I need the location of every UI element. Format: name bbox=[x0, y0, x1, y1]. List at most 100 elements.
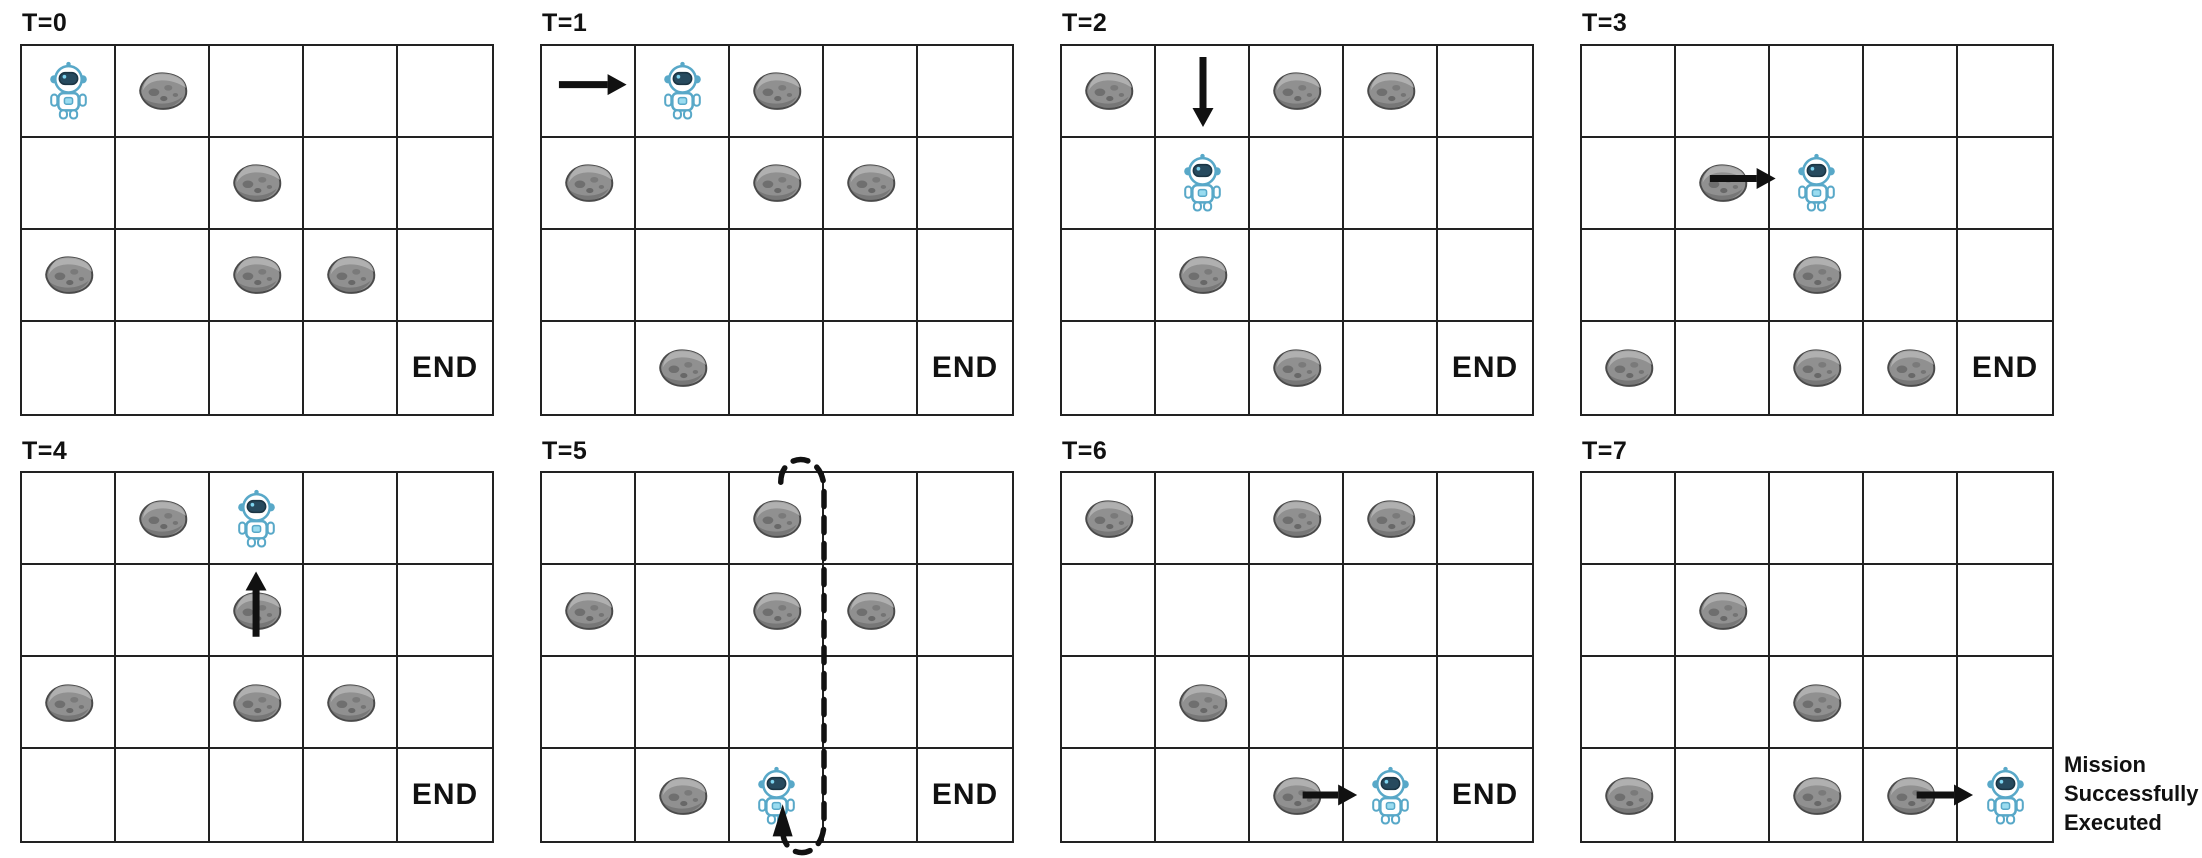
grid-cell-r1c4 bbox=[1438, 565, 1532, 657]
asteroid-rock-icon bbox=[1881, 346, 1939, 389]
grid-cell-r2c1 bbox=[1676, 657, 1770, 749]
grid-cell-r2c1 bbox=[1156, 657, 1250, 749]
grid-cell-r0c1 bbox=[636, 473, 730, 565]
asteroid-rock-icon bbox=[747, 589, 805, 632]
grid-cell-r1c4 bbox=[398, 565, 492, 657]
asteroid-rock-icon bbox=[1787, 681, 1845, 724]
grid-cell-r0c3 bbox=[824, 473, 918, 565]
grid-cell-r0c0 bbox=[1062, 45, 1156, 138]
grid-cell-r2c0 bbox=[1062, 657, 1156, 749]
grid-cell-r0c4 bbox=[398, 473, 492, 565]
grid-cell-r3c3 bbox=[1864, 749, 1958, 841]
grid-cell-r0c2 bbox=[210, 473, 304, 565]
astronaut-robot-icon bbox=[1180, 153, 1225, 212]
grid-cell-r0c3 bbox=[304, 473, 398, 565]
grid-cell-r1c4 bbox=[1958, 138, 2052, 230]
grid-cell-r3c4: END bbox=[1438, 322, 1532, 414]
grid-cell-r0c1 bbox=[1676, 473, 1770, 565]
grid-cell-r2c0 bbox=[542, 229, 636, 322]
grid-cell-r2c3 bbox=[824, 657, 918, 749]
grid-cell-r3c0 bbox=[22, 321, 116, 414]
end-cell-label: END bbox=[1451, 350, 1519, 384]
grid-cell-r2c1 bbox=[116, 657, 210, 749]
grid-cell-r1c3 bbox=[1864, 565, 1958, 657]
mission-status-line: Mission bbox=[2064, 751, 2146, 777]
astronaut-robot-icon bbox=[1794, 153, 1839, 212]
end-cell-label: END bbox=[931, 350, 999, 384]
grid-cell-r2c0 bbox=[1062, 229, 1156, 322]
grid-cell-r0c2 bbox=[1250, 473, 1344, 565]
grid-cell-r1c1 bbox=[116, 137, 210, 230]
grid-cell-r2c2 bbox=[1250, 229, 1344, 322]
mission-status-line: Executed bbox=[2064, 809, 2162, 835]
grid-cell-r2c1 bbox=[116, 229, 210, 322]
grid-cell-r0c1 bbox=[1676, 45, 1770, 138]
grid-cell-r0c4 bbox=[918, 473, 1012, 565]
grid-cell-r1c2 bbox=[1770, 137, 1864, 230]
state-grid bbox=[1580, 471, 2054, 843]
grid-cell-r1c1 bbox=[1676, 565, 1770, 657]
asteroid-rock-icon bbox=[227, 681, 285, 724]
grid-cell-r3c4: END bbox=[398, 322, 492, 414]
grid-cell-r0c3 bbox=[824, 45, 918, 138]
grid-cell-r1c3 bbox=[304, 137, 398, 230]
grid-cell-r3c0 bbox=[542, 749, 636, 841]
grid-cell-r0c3 bbox=[304, 45, 398, 138]
grid-cell-r2c1 bbox=[636, 229, 730, 322]
asteroid-rock-icon bbox=[653, 774, 711, 817]
astronaut-robot-icon bbox=[1368, 766, 1413, 825]
grid-cell-r1c3 bbox=[1864, 137, 1958, 230]
grid-cell-r3c2 bbox=[1250, 749, 1344, 841]
grid-cell-r2c2 bbox=[730, 229, 824, 322]
grid-cell-r1c0 bbox=[22, 137, 116, 230]
grid-cell-r1c2 bbox=[210, 565, 304, 657]
timestep-label: T=2 bbox=[1062, 9, 1108, 37]
end-cell-label: END bbox=[1971, 350, 2039, 384]
grid-cell-r0c2 bbox=[1250, 45, 1344, 138]
grid-cell-r2c4 bbox=[1438, 657, 1532, 749]
grid-cell-r0c0 bbox=[22, 473, 116, 565]
grid-cell-r2c4 bbox=[398, 230, 492, 322]
grid-cell-r0c2 bbox=[1770, 45, 1864, 138]
grid-cell-r1c4 bbox=[918, 138, 1012, 230]
grid-cell-r1c3 bbox=[304, 565, 398, 657]
grid-cell-r0c4 bbox=[1438, 473, 1532, 565]
asteroid-rock-icon bbox=[1881, 774, 1939, 817]
grid-cell-r2c3 bbox=[1344, 657, 1438, 749]
state-grid: END bbox=[1060, 471, 1534, 843]
grid-cell-r3c4: END bbox=[918, 749, 1012, 841]
state-grid: END bbox=[1060, 43, 1534, 416]
asteroid-rock-icon bbox=[1787, 774, 1845, 817]
grid-cell-r3c2 bbox=[210, 321, 304, 414]
grid-cell-r0c0 bbox=[22, 45, 116, 138]
astronaut-robot-icon bbox=[1983, 766, 2028, 825]
asteroid-rock-icon bbox=[747, 161, 805, 204]
asteroid-rock-icon bbox=[841, 589, 899, 632]
grid-cell-r0c1 bbox=[1156, 45, 1250, 138]
asteroid-rock-icon bbox=[1361, 497, 1419, 540]
grid-cell-r2c4 bbox=[1438, 230, 1532, 322]
asteroid-rock-icon bbox=[1267, 497, 1325, 540]
state-grid: END bbox=[540, 456, 1014, 856]
grid-cell-r2c2 bbox=[210, 657, 304, 749]
grid-cell-r2c2 bbox=[1770, 229, 1864, 322]
timestep-label: T=1 bbox=[542, 9, 588, 37]
grid-cell-r0c0 bbox=[1582, 473, 1676, 565]
grid-cell-r2c3 bbox=[1864, 657, 1958, 749]
grid-cell-r0c2 bbox=[1770, 473, 1864, 565]
grid-cell-r2c3 bbox=[1344, 229, 1438, 322]
grid-cell-r2c3 bbox=[824, 229, 918, 322]
asteroid-rock-icon bbox=[227, 589, 285, 632]
state-grid: END bbox=[1580, 43, 2054, 416]
asteroid-rock-icon bbox=[1173, 253, 1231, 296]
asteroid-rock-icon bbox=[1787, 253, 1845, 296]
grid-cell-r2c0 bbox=[22, 657, 116, 749]
grid-cell-r3c2 bbox=[730, 321, 824, 414]
timestep-label: T=3 bbox=[1582, 9, 1628, 37]
asteroid-rock-icon bbox=[1787, 346, 1845, 389]
grid-cell-r2c4 bbox=[398, 657, 492, 749]
state-grid: END bbox=[540, 43, 1014, 416]
